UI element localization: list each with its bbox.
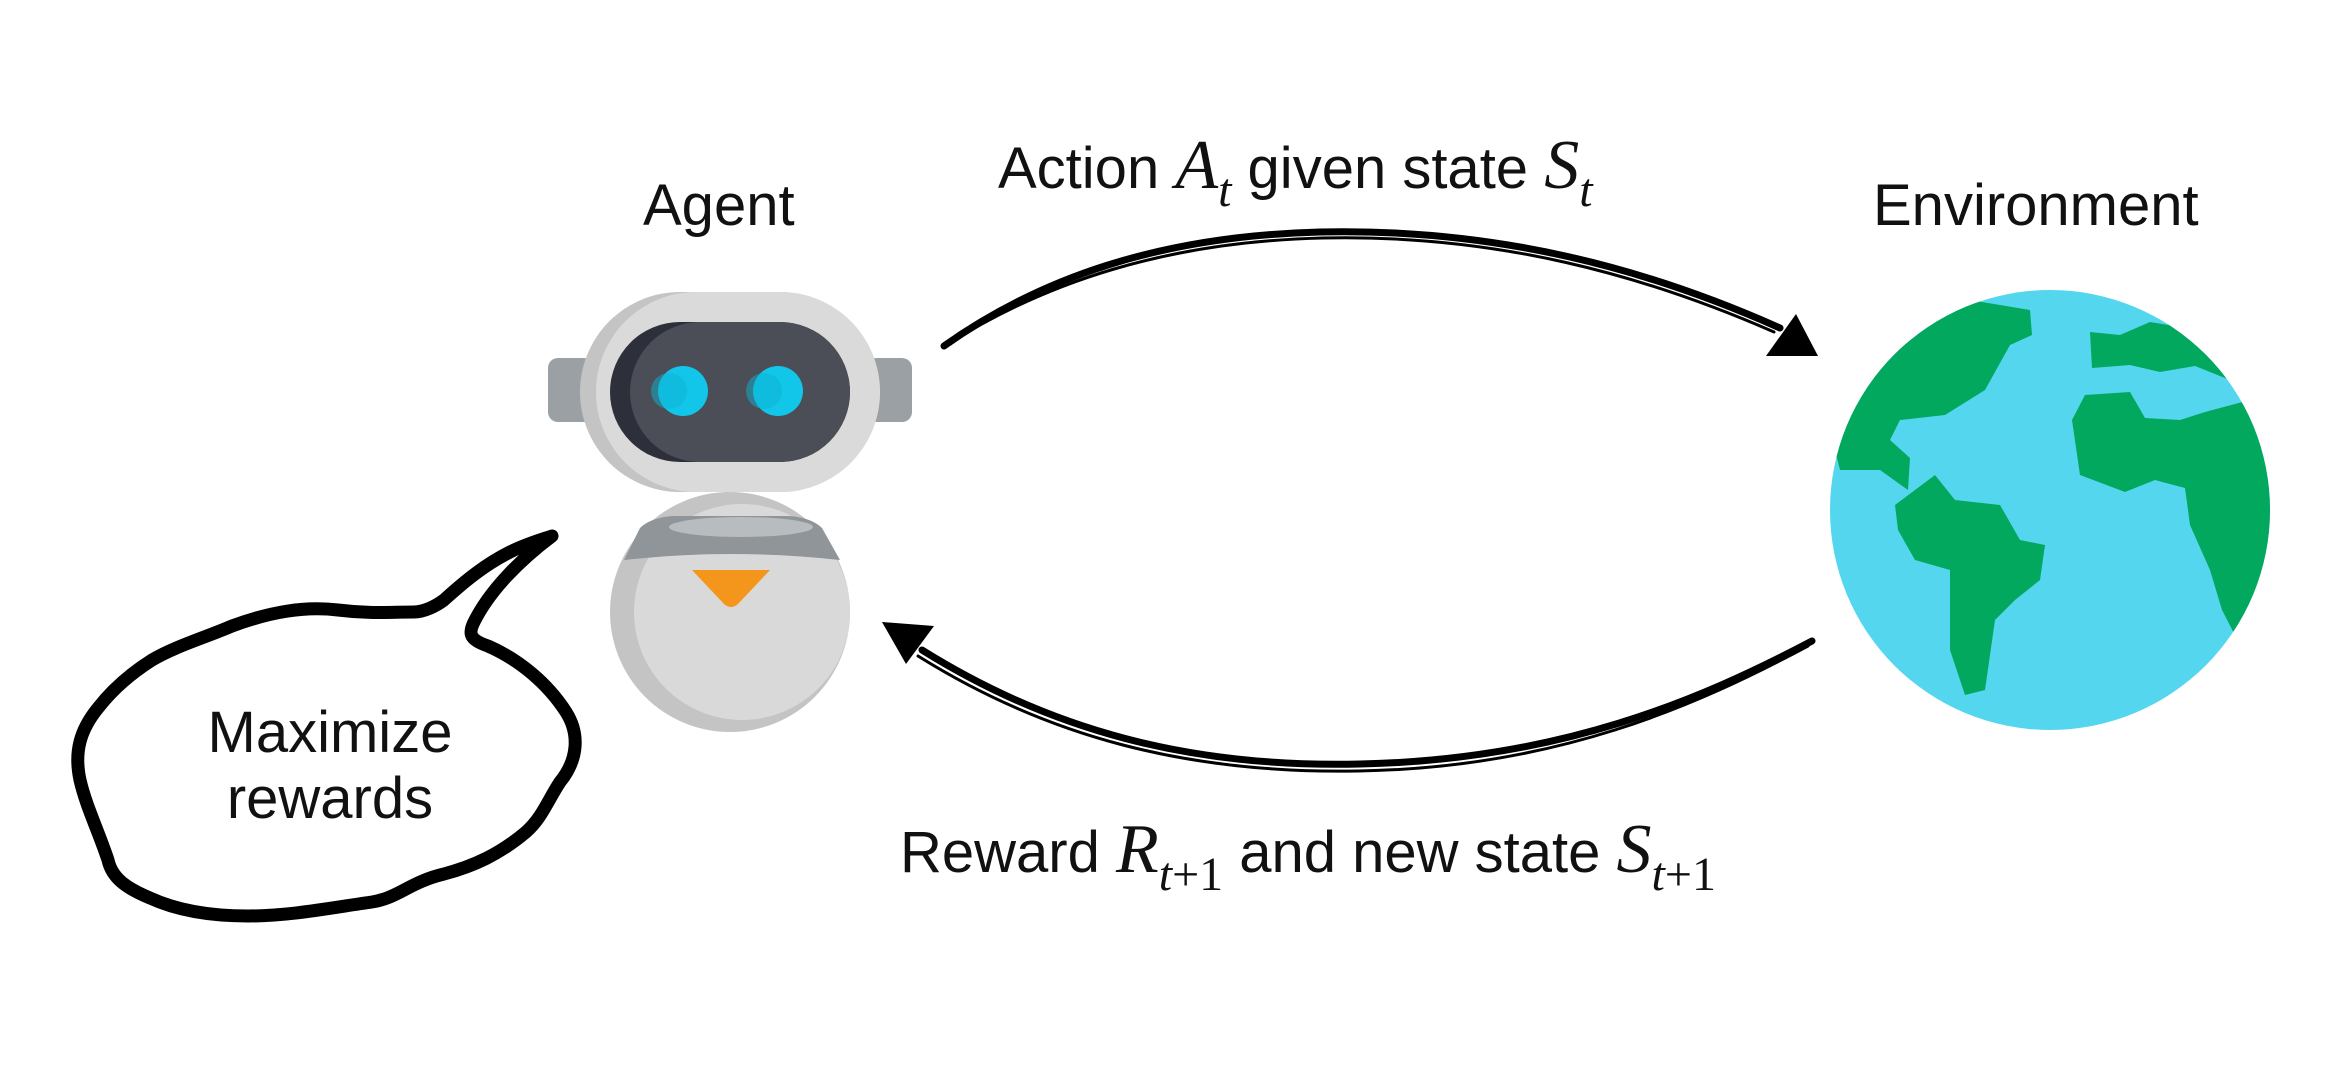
new-state-symbol: S — [1616, 811, 1652, 888]
action-label-prefix: Action — [998, 136, 1176, 201]
reward-arrowhead — [882, 622, 934, 664]
robot-agent-icon — [548, 292, 912, 732]
robot-body — [634, 504, 850, 720]
reward-arrow — [882, 622, 1816, 773]
land-africa-eurasia — [2072, 392, 2270, 645]
action-arrow-line — [940, 228, 1784, 350]
action-arrow — [940, 228, 1818, 356]
new-state-subscript: t+1 — [1652, 848, 1716, 901]
thought-line-2: rewards — [226, 766, 434, 831]
thought-bubble-text: Maximize rewards — [180, 700, 480, 832]
thought-bubble — [71, 529, 582, 923]
environment-label: Environment — [1873, 173, 2199, 238]
land-south-america — [1895, 475, 2045, 695]
reward-label: Reward Rt+1 and new state St+1 — [900, 810, 1716, 901]
state-subscript: t — [1579, 164, 1593, 217]
earth-environment-icon — [1830, 290, 2270, 730]
thought-bubble-outline — [71, 529, 582, 923]
action-label: Action At given state St — [998, 126, 1593, 217]
thought-line-1: Maximize — [207, 700, 453, 765]
action-label-middle: given state — [1231, 136, 1545, 201]
new-state-subscript-rest: +1 — [1664, 848, 1716, 901]
robot-accent — [692, 570, 770, 607]
reward-label-prefix: Reward — [900, 820, 1116, 885]
reward-subscript-var: t — [1158, 848, 1173, 901]
reward-label-middle: and new state — [1223, 820, 1617, 885]
agent-label: Agent — [643, 173, 795, 238]
reward-symbol: R — [1115, 811, 1159, 888]
reward-arrow-line — [918, 637, 1816, 768]
action-symbol: A — [1175, 127, 1219, 204]
action-subscript: t — [1218, 164, 1232, 217]
action-arrowhead — [1766, 314, 1818, 356]
reward-subscript: t+1 — [1159, 848, 1223, 901]
reward-subscript-rest: +1 — [1172, 848, 1224, 901]
robot-visor — [630, 322, 850, 462]
state-symbol: S — [1544, 127, 1580, 204]
new-state-subscript-var: t — [1651, 848, 1665, 901]
